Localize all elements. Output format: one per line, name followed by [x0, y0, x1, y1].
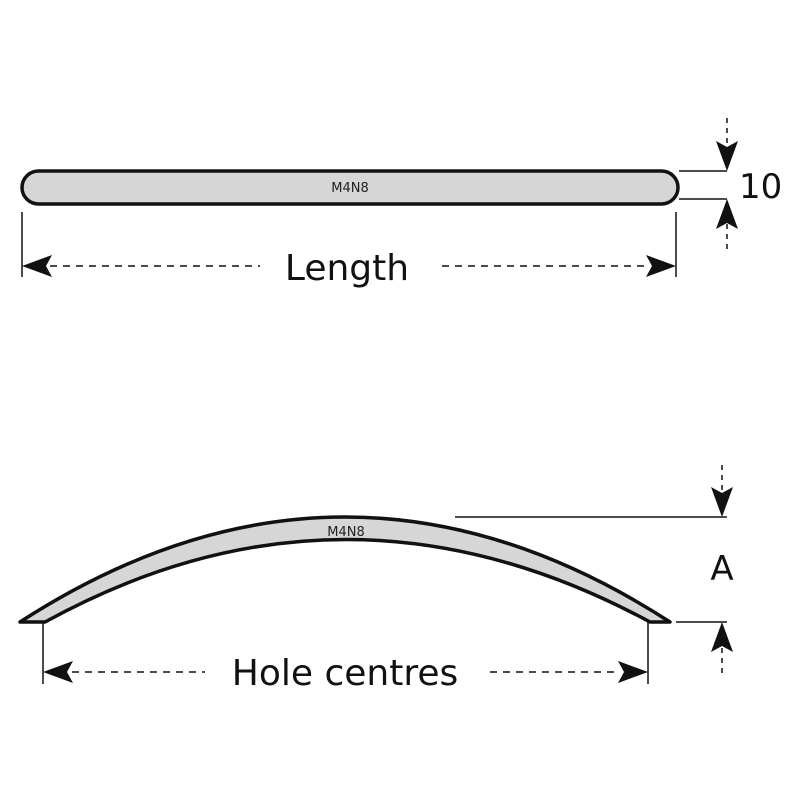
hole-arrow-left-icon [43, 661, 73, 683]
height-arrow-down-icon [711, 487, 733, 517]
bottom-part-code: M4N8 [327, 525, 364, 540]
height-arrow-up-icon [711, 622, 733, 652]
length-arrow-right-icon [646, 255, 676, 277]
straight-handle-bar [20, 169, 680, 206]
arched-handle [18, 515, 672, 624]
top-view: M4N8 Length 10 [20, 118, 782, 289]
hole-arrow-right-icon [618, 661, 648, 683]
thickness-arrow-down-icon [716, 141, 738, 171]
top-part-code: M4N8 [331, 181, 368, 196]
thickness-arrow-up-icon [716, 199, 738, 229]
hole-centres-label: Hole centres [232, 653, 458, 694]
bottom-view: M4N8 Hole centres A [18, 465, 734, 694]
length-label: Length [285, 248, 409, 289]
thickness-label: 10 [739, 167, 782, 207]
length-arrow-left-icon [22, 255, 52, 277]
height-label: A [710, 549, 733, 589]
